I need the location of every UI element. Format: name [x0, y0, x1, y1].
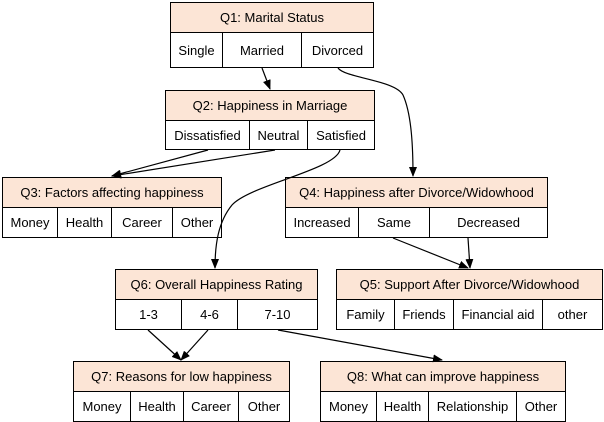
- node-q7-option-health: Health: [131, 392, 184, 421]
- node-q4-title: Q4: Happiness after Divorce/Widowhood: [285, 177, 548, 208]
- edge-q2-neutral-to-q3: [111, 149, 276, 179]
- node-q8-option-health: Health: [377, 392, 429, 421]
- node-q2-option-dissatisfied: Dissatisfied: [166, 121, 250, 149]
- node-q8-option-relationship: Relationship: [429, 392, 517, 421]
- node-q5-option-financial-aid: Financial aid: [454, 300, 543, 329]
- node-q7-option-career: Career: [184, 392, 239, 421]
- node-q8-option-money: Money: [321, 392, 377, 421]
- node-q1-option-divorced: Divorced: [311, 42, 364, 58]
- node-q4-option-decreased: Decreased: [457, 215, 520, 230]
- node-q8-title: Q8: What can improve happiness: [320, 361, 566, 392]
- node-q3-option-other: Other: [180, 215, 214, 230]
- node-q3-option-money: Money: [3, 208, 58, 237]
- node-q5-title: Q5: Support After Divorce/Widowhood: [336, 269, 603, 300]
- edge-q4-same-to-q5: [392, 237, 469, 269]
- node-q8-option-other: Other: [524, 399, 558, 414]
- node-q4-option-same: Same: [359, 208, 430, 237]
- node-q2-option-satisfied: Satisfied: [316, 127, 366, 143]
- node-q6-option-1-3: 1-3: [116, 300, 182, 329]
- node-q6-title: Q6: Overall Happiness Rating: [115, 269, 318, 300]
- node-q3-title: Q3: Factors affecting happiness: [2, 177, 222, 208]
- node-q7-title: Q7: Reasons for low happiness: [73, 361, 290, 392]
- node-q5-option-other: other: [557, 307, 588, 322]
- node-q3-option-health: Health: [58, 208, 112, 237]
- node-q4-option-increased: Increased: [286, 208, 359, 237]
- edge-q6-1-3-to-q7: [147, 329, 182, 361]
- edge-q4-decreased-to-q5: [465, 237, 474, 269]
- node-q7-option-money: Money: [74, 392, 131, 421]
- node-q5-option-family: Family: [337, 300, 395, 329]
- node-q2-title: Q2: Happiness in Marriage: [165, 90, 375, 121]
- node-q1-title: Q1: Marital Status: [170, 2, 374, 33]
- node-q1-option-single: Single: [171, 33, 223, 67]
- node-q5-option-friends: Friends: [395, 300, 454, 329]
- node-q7-option-other: Other: [247, 399, 281, 414]
- edge-q2-dissatisfied-to-q3: [111, 149, 209, 178]
- node-q1-option-married: Married: [223, 33, 302, 67]
- node-q6-option-4-6: 4-6: [182, 300, 238, 329]
- edge-q6-4-6-to-q7: [180, 329, 209, 361]
- node-q6-option-7-10: 7-10: [264, 307, 291, 322]
- edge-q6-7-10-to-q8: [277, 329, 443, 363]
- edge-q1-married-to-q2: [261, 67, 271, 90]
- node-q3-option-career: Career: [112, 208, 173, 237]
- node-q2-option-neutral: Neutral: [250, 121, 308, 149]
